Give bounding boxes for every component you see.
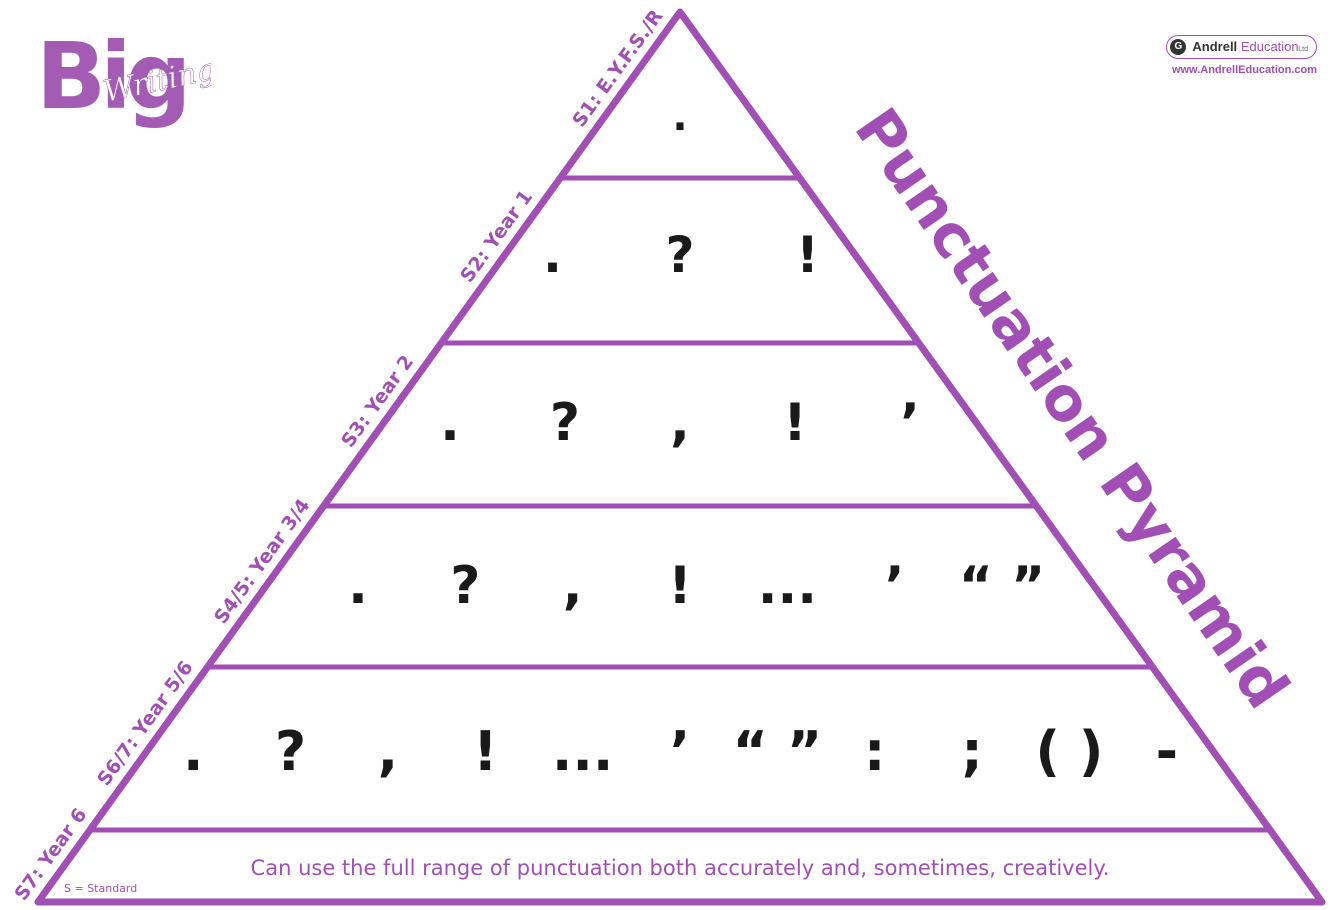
punctuation-symbol-r4-4: ! bbox=[668, 556, 692, 616]
punctuation-symbol-r5-7: “ ” bbox=[732, 720, 822, 783]
punctuation-symbol-r5-8: : bbox=[864, 720, 886, 783]
punctuation-symbol-r5-1: . bbox=[183, 720, 204, 783]
punctuation-symbol-r4-2: ? bbox=[450, 556, 480, 616]
punctuation-symbol-r5-5: ... bbox=[552, 720, 614, 783]
level-label-1: S1: E.Y.F.S./R bbox=[568, 5, 667, 131]
punctuation-symbol-r5-9: ; bbox=[961, 720, 983, 783]
punctuation-symbol-r3-5: ’ bbox=[900, 393, 920, 453]
level-label-4: S4/5: Year 3/4 bbox=[210, 495, 315, 628]
punctuation-symbol-r5-2: ? bbox=[275, 720, 306, 783]
punctuation-symbol-r4-5: ... bbox=[758, 556, 817, 616]
publisher-suffix: Ltd bbox=[1298, 46, 1308, 53]
punctuation-symbol-r5-11: - bbox=[1156, 720, 1178, 783]
publisher-name-light: Education bbox=[1240, 39, 1299, 54]
logo-big-text: Big bbox=[36, 26, 186, 130]
publisher-badge: G Andrell Education Ltd bbox=[1166, 34, 1317, 59]
punctuation-symbol-r2-2: ? bbox=[665, 226, 694, 284]
punctuation-symbol-r4-7: “ ” bbox=[959, 556, 1045, 616]
punctuation-symbol-r4-6: ’ bbox=[885, 556, 905, 616]
publisher-logo: G Andrell Education Ltd www.AndrellEduca… bbox=[1166, 34, 1317, 76]
punctuation-symbol-r3-3: , bbox=[670, 393, 690, 453]
punctuation-symbol-r4-3: , bbox=[563, 556, 583, 616]
standard-note: S = Standard bbox=[64, 882, 137, 895]
g-circle-icon: G bbox=[1170, 38, 1187, 55]
pyramid-outline bbox=[34, 8, 1326, 906]
big-writing-logo: Big Writing bbox=[36, 26, 211, 130]
punctuation-symbol-r3-2: ? bbox=[550, 393, 580, 453]
punctuation-symbol-r5-6: ’ bbox=[670, 720, 691, 783]
publisher-url: www.AndrellEducation.com bbox=[1171, 63, 1317, 76]
punctuation-symbol-r3-4: ! bbox=[783, 393, 807, 453]
pyramid-bands bbox=[91, 175, 1269, 833]
punctuation-symbol-r5-4: ! bbox=[473, 720, 498, 783]
punctuation-symbol-r1-1: . bbox=[672, 94, 687, 140]
punctuation-symbol-r5-10: ( ) bbox=[1035, 720, 1103, 783]
punctuation-rows: ..?!.?,! ’.?,!... ’ “ ”.?,!... ’ “ ”:; ( )- bbox=[183, 94, 1178, 783]
publisher-name-bold: Andrell bbox=[1192, 39, 1238, 54]
punctuation-symbol-r4-1: . bbox=[348, 556, 368, 616]
punctuation-symbol-r3-1: . bbox=[440, 393, 460, 453]
top-level-description: Can use the full range of punctuation bo… bbox=[251, 856, 1110, 880]
punctuation-symbol-r2-3: ! bbox=[796, 226, 819, 284]
punctuation-symbol-r2-1: . bbox=[543, 226, 562, 284]
punctuation-symbol-r5-3: , bbox=[378, 720, 399, 783]
